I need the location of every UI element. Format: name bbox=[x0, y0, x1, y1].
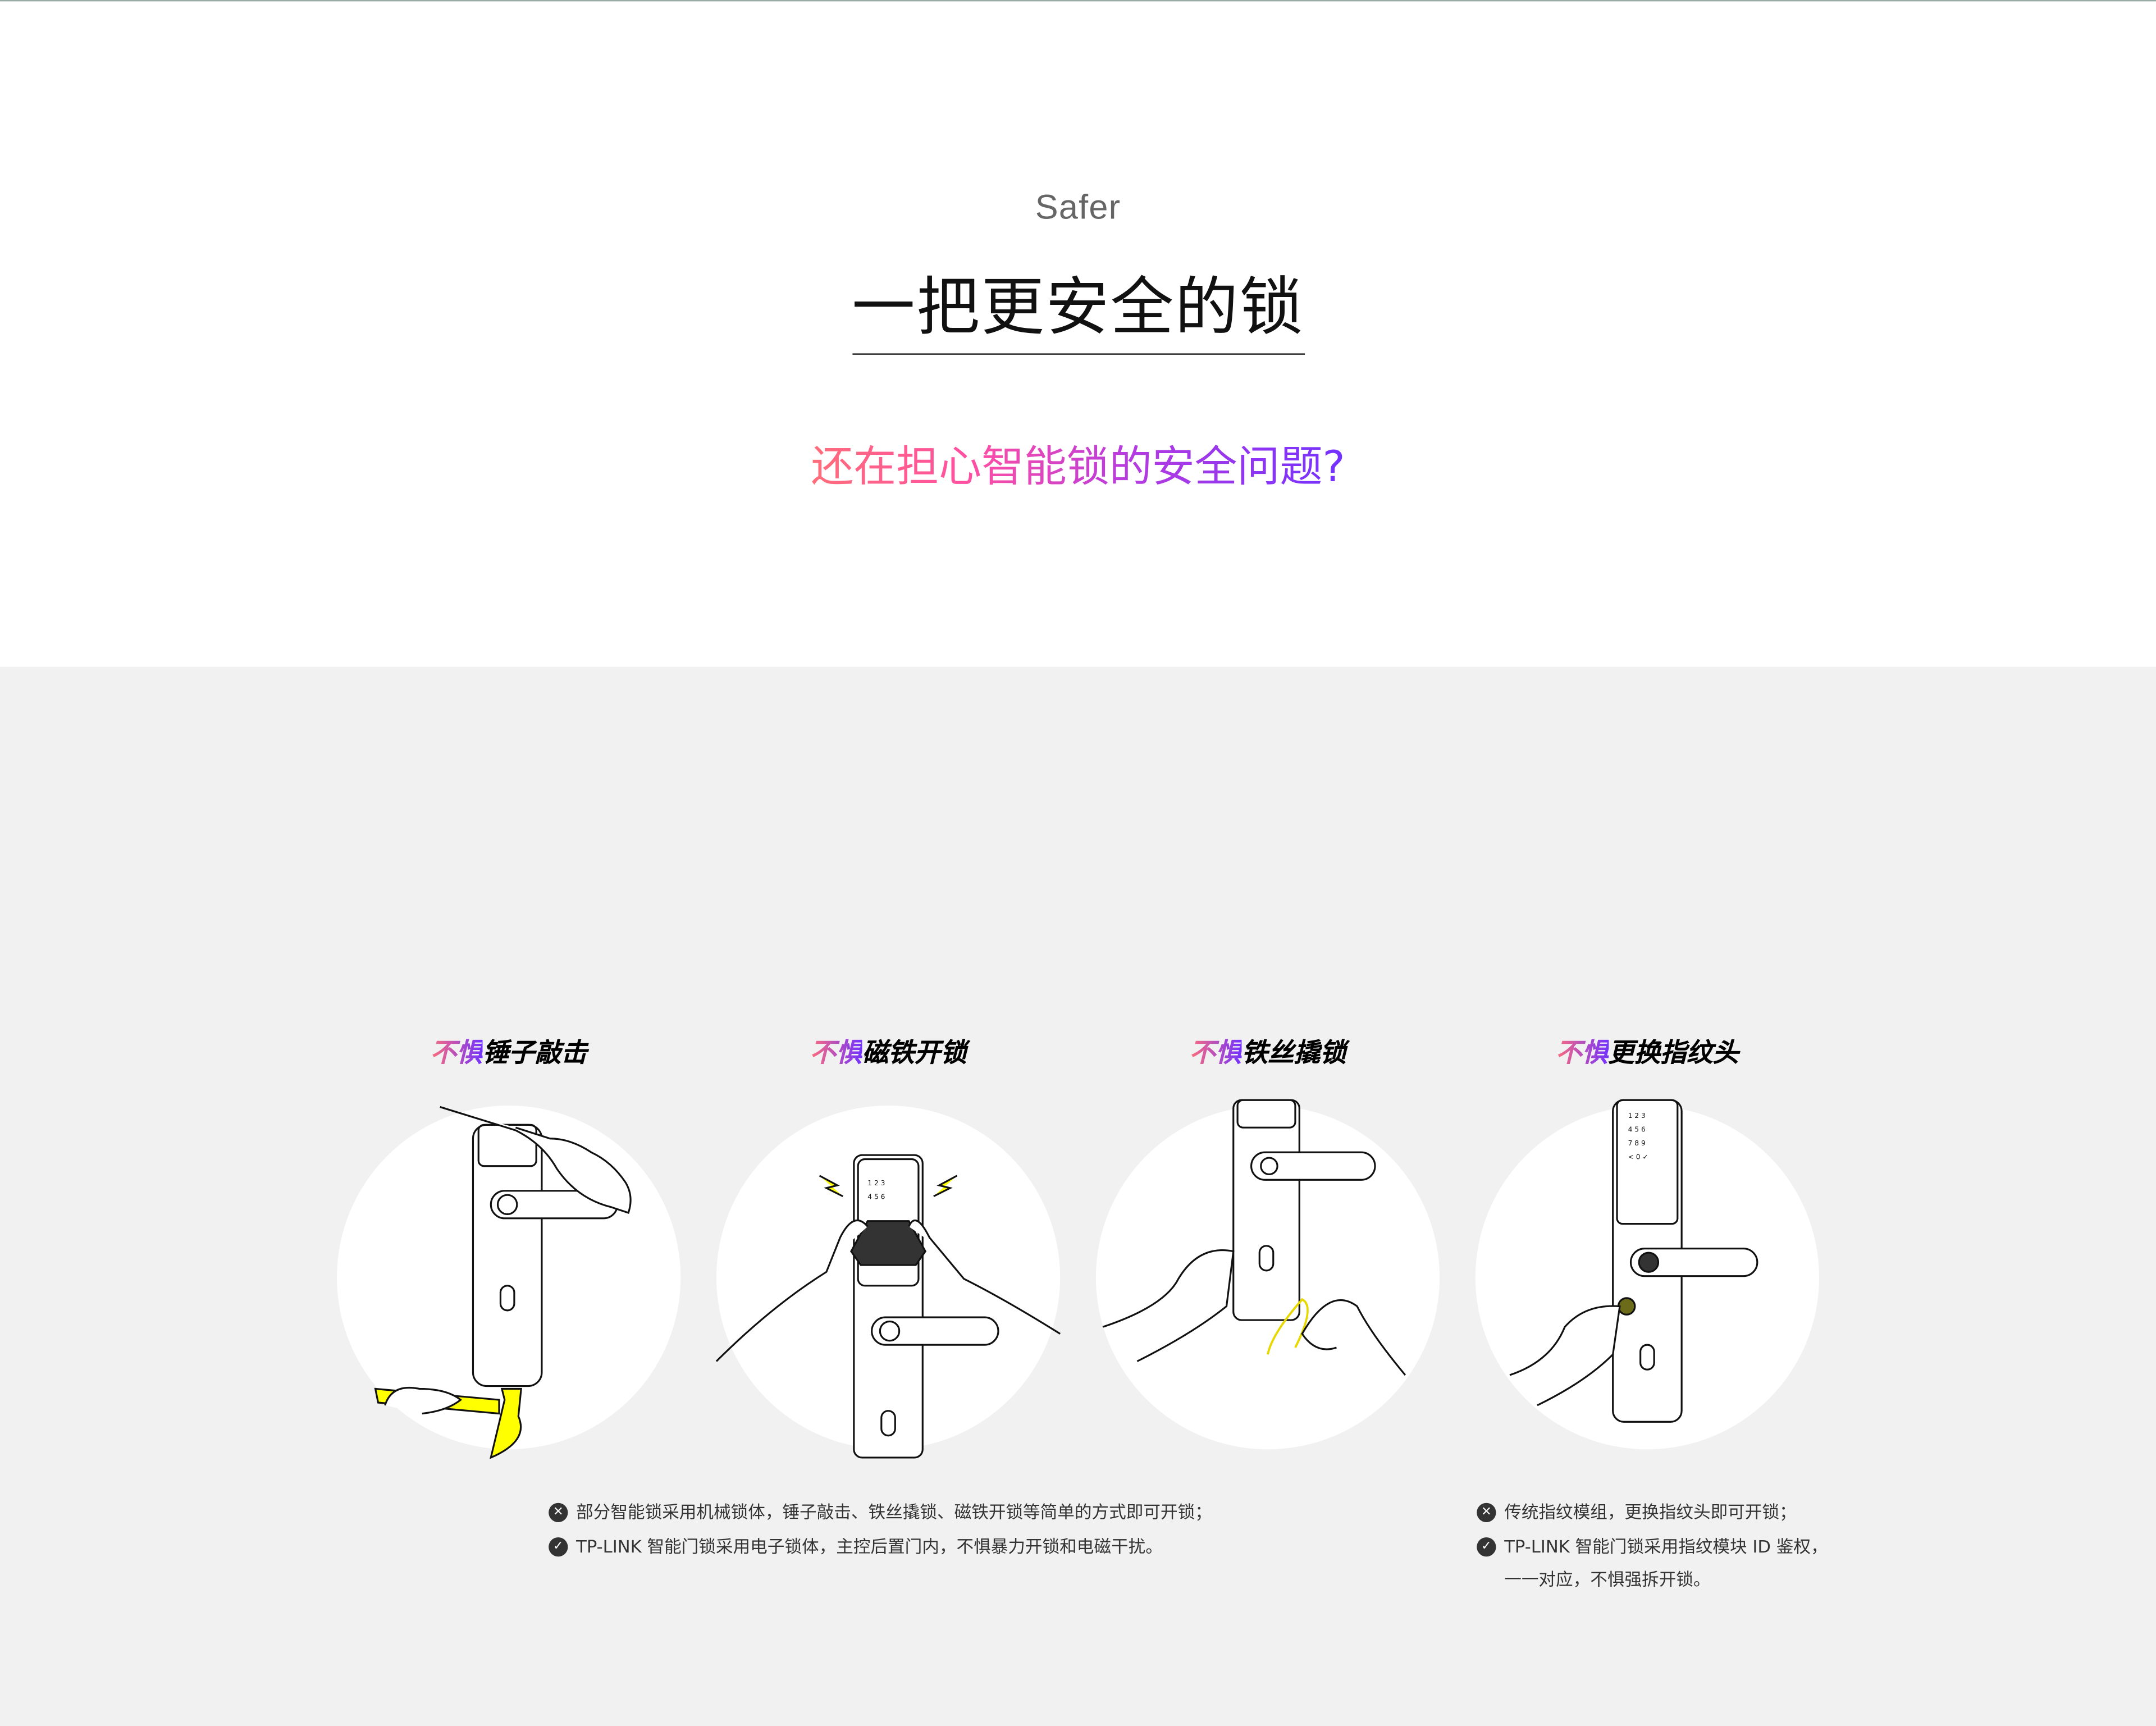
fingerprint-reader bbox=[496, 1194, 518, 1216]
fingerprint-reader bbox=[1260, 1157, 1278, 1176]
keyhole bbox=[1639, 1344, 1655, 1371]
note-item: ✕ 传统指纹模组，更换指纹头即可开锁； bbox=[1477, 1496, 1828, 1530]
feature-label: 磁铁开锁 bbox=[862, 1038, 967, 1069]
subtitle: 还在担心智能锁的安全问题? bbox=[811, 442, 1345, 492]
door-handle bbox=[1629, 1248, 1758, 1277]
notes-left: ✕ 部分智能锁采用机械锁体，锤子敲击、铁丝撬锁、磁铁开锁等简单的方式即可开锁； ✓… bbox=[549, 1496, 1212, 1564]
svg-text:< 0 ✓: < 0 ✓ bbox=[1628, 1153, 1648, 1161]
fingerprint-module bbox=[1617, 1297, 1636, 1316]
note-text: 部分智能锁采用机械锁体，锤子敲击、铁丝撬锁、磁铁开锁等简单的方式即可开锁； bbox=[576, 1501, 1212, 1523]
svg-text:7 8 9: 7 8 9 bbox=[1628, 1139, 1646, 1147]
left-hand bbox=[715, 1220, 869, 1362]
svg-text:4 5 6: 4 5 6 bbox=[867, 1193, 885, 1201]
illustration-fingerprint-swap: 1 2 3 4 5 6 7 8 9 < 0 ✓ bbox=[1475, 1099, 1820, 1450]
illustration-wire-pick bbox=[1095, 1099, 1440, 1450]
fingerprint-illustration: 1 2 3 4 5 6 7 8 9 < 0 ✓ bbox=[1509, 1099, 1758, 1423]
magnet bbox=[850, 1220, 927, 1266]
lock-panel bbox=[853, 1154, 924, 1459]
hammer-illustration bbox=[374, 1106, 632, 1459]
page-title: 一把更安全的锁 bbox=[852, 266, 1304, 355]
right-hand bbox=[908, 1220, 1061, 1335]
feature-wire: 不惧铁丝撬锁 bbox=[1089, 1034, 1447, 1450]
feature-heading: 不惧更换指纹头 bbox=[1469, 1034, 1826, 1073]
svg-text:1 2 3: 1 2 3 bbox=[867, 1179, 885, 1187]
lock-panel bbox=[1232, 1099, 1300, 1321]
wire bbox=[1267, 1298, 1309, 1355]
svg-text:1 2 3: 1 2 3 bbox=[1628, 1112, 1646, 1120]
right-hand bbox=[1301, 1299, 1406, 1376]
note-continuation: 一一对应，不惧强拆开锁。 bbox=[1477, 1564, 1828, 1597]
keypad-screen bbox=[1616, 1099, 1679, 1225]
note-text: TP-LINK 智能门锁采用指纹模块 ID 鉴权， bbox=[1504, 1535, 1828, 1556]
hand-bottom bbox=[384, 1386, 462, 1415]
lock-panel-top bbox=[477, 1124, 537, 1167]
feature-heading: 不惧锤子敲击 bbox=[330, 1034, 688, 1073]
note-text: 一一对应，不惧强拆开锁。 bbox=[1504, 1569, 1711, 1590]
door-handle bbox=[1250, 1151, 1376, 1181]
fingerprint-reader bbox=[879, 1320, 901, 1342]
feature-magnet: 不惧磁铁开锁 1 2 3 4 5 6 bbox=[710, 1034, 1067, 1459]
top-divider bbox=[0, 0, 2156, 2]
feature-fingerprint: 不惧更换指纹头 1 2 3 4 5 6 7 8 9 < 0 ✓ bbox=[1469, 1034, 1826, 1450]
fingerprint-reader bbox=[1638, 1252, 1660, 1273]
subtitle-wrap: 还在担心智能锁的安全问题? bbox=[0, 432, 2156, 494]
illustration-magnet-unlock: 1 2 3 4 5 6 bbox=[715, 1105, 1061, 1459]
feature-prefix: 不惧 bbox=[1189, 1038, 1242, 1069]
lock-panel bbox=[472, 1124, 543, 1387]
spark-icon bbox=[819, 1175, 843, 1198]
hammer-head bbox=[490, 1387, 522, 1459]
illustration-hammer-strike bbox=[337, 1105, 681, 1459]
keyhole bbox=[880, 1410, 896, 1437]
hand bbox=[1509, 1305, 1621, 1407]
left-hand bbox=[1102, 1249, 1235, 1362]
note-text: 传统指纹模组，更换指纹头即可开锁； bbox=[1504, 1501, 1797, 1523]
feature-prefix: 不惧 bbox=[810, 1038, 862, 1069]
lock-panel-top bbox=[1236, 1099, 1296, 1129]
feature-label: 铁丝撬锁 bbox=[1241, 1038, 1346, 1069]
feature-heading: 不惧铁丝撬锁 bbox=[1089, 1034, 1447, 1073]
page-title-wrap: 一把更安全的锁 bbox=[0, 266, 2156, 355]
feature-label: 更换指纹头 bbox=[1608, 1038, 1739, 1069]
wire-illustration bbox=[1102, 1099, 1406, 1376]
feature-heading: 不惧磁铁开锁 bbox=[710, 1034, 1067, 1073]
check-circle-icon: ✓ bbox=[1477, 1537, 1496, 1556]
x-circle-icon: ✕ bbox=[1477, 1503, 1496, 1523]
note-text: TP-LINK 智能门锁采用电子锁体，主控后置门内，不惧暴力开锁和电磁干扰。 bbox=[576, 1535, 1163, 1556]
keyhole bbox=[499, 1285, 515, 1312]
note-item: ✓ TP-LINK 智能门锁采用指纹模块 ID 鉴权， bbox=[1477, 1530, 1828, 1564]
feature-prefix: 不惧 bbox=[1556, 1038, 1609, 1069]
note-item: ✕ 部分智能锁采用机械锁体，锤子敲击、铁丝撬锁、磁铁开锁等简单的方式即可开锁； bbox=[549, 1496, 1212, 1530]
eyebrow-text: Safer bbox=[1035, 188, 1121, 227]
door-handle bbox=[871, 1316, 999, 1346]
notes-right: ✕ 传统指纹模组，更换指纹头即可开锁； ✓ TP-LINK 智能门锁采用指纹模块 I… bbox=[1477, 1496, 1828, 1597]
feature-label: 锤子敲击 bbox=[482, 1038, 587, 1069]
spark-icon bbox=[933, 1175, 958, 1198]
hero-section: Safer 一把更安全的锁 还在担心智能锁的安全问题? bbox=[0, 1, 2156, 667]
feature-hammer: 不惧锤子敲击 bbox=[330, 1034, 688, 1459]
hand-top bbox=[440, 1106, 632, 1214]
keypad-digits: 1 2 3 4 5 6 7 8 9 < 0 ✓ bbox=[1628, 1112, 1648, 1161]
x-circle-icon: ✕ bbox=[549, 1503, 568, 1523]
note-item: ✓ TP-LINK 智能门锁采用电子锁体，主控后置门内，不惧暴力开锁和电磁干扰。 bbox=[549, 1530, 1212, 1564]
svg-text:4 5 6: 4 5 6 bbox=[1628, 1126, 1646, 1134]
magnet-illustration: 1 2 3 4 5 6 bbox=[715, 1154, 1061, 1459]
keyhole bbox=[1258, 1245, 1275, 1272]
feature-prefix: 不惧 bbox=[430, 1038, 483, 1069]
check-circle-icon: ✓ bbox=[549, 1537, 568, 1556]
